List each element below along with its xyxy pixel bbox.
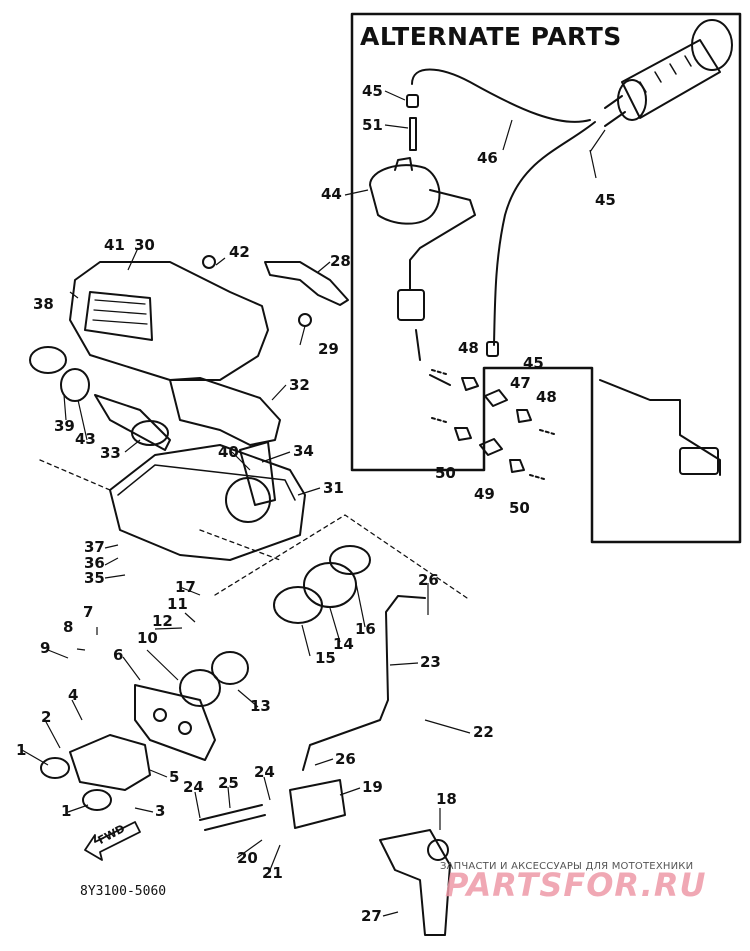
callout-50: 50 [509, 499, 530, 517]
callout-4: 4 [68, 686, 79, 704]
callout-24: 24 [183, 778, 204, 796]
watermark-subtitle: ЗАПЧАСТИ И АКСЕССУАРЫ ДЛЯ МОТОТЕХНИКИ [440, 861, 694, 872]
callout-51: 51 [362, 116, 383, 134]
callout-1: 1 [16, 741, 27, 759]
callout-24: 24 [254, 763, 275, 781]
callout-32: 32 [289, 376, 310, 394]
callout-26: 26 [418, 571, 439, 589]
callout-50: 50 [435, 464, 456, 482]
callout-30: 30 [134, 236, 155, 254]
hose-46b [493, 121, 596, 346]
hose-46 [411, 68, 591, 123]
callout-15: 15 [315, 649, 336, 667]
callout-20: 20 [237, 849, 258, 867]
callout-2: 2 [41, 708, 52, 726]
callout-12: 12 [152, 612, 173, 630]
callout-33: 33 [100, 444, 121, 462]
callout-23: 23 [420, 653, 441, 671]
bracket-18 [379, 829, 451, 936]
callout-10: 10 [137, 629, 158, 647]
callout-36: 36 [84, 554, 105, 572]
callout-16: 16 [355, 620, 376, 638]
intake-snorkel-32 [169, 377, 281, 446]
callout-27: 27 [361, 907, 382, 925]
callout-26: 26 [335, 750, 356, 768]
callout-14: 14 [333, 635, 354, 653]
watermark-logo: PARTSFOR.RU [445, 866, 707, 904]
callout-17: 17 [175, 578, 196, 596]
catalog-code: 8Y3100-5060 [80, 884, 167, 899]
callout-40: 40 [218, 443, 239, 461]
valve-44 [369, 164, 441, 225]
callout-9: 9 [40, 639, 51, 657]
callout-44: 44 [321, 185, 342, 203]
callout-11: 11 [167, 595, 188, 613]
plate-6 [134, 684, 216, 761]
callout-22: 22 [473, 723, 494, 741]
callout-43: 43 [75, 430, 96, 448]
callout-46: 46 [477, 149, 498, 167]
callout-34: 34 [293, 442, 314, 460]
canister-19 [289, 779, 346, 829]
callout-18: 18 [436, 790, 457, 808]
callout-29: 29 [318, 340, 339, 358]
manifold-5 [69, 734, 151, 791]
callout-8: 8 [63, 618, 74, 636]
canister-component [604, 19, 733, 127]
intake-tube-33 [94, 394, 171, 451]
callout-31: 31 [323, 479, 344, 497]
callout-47: 47 [510, 374, 531, 392]
callout-25: 25 [218, 774, 239, 792]
callout-7: 7 [83, 603, 94, 621]
airbox-cover-30 [69, 261, 269, 381]
airbox-31 [109, 444, 306, 561]
fwd-arrow [84, 821, 141, 861]
callout-48: 48 [458, 339, 479, 357]
callout-39: 39 [54, 417, 75, 435]
callout-48: 48 [536, 388, 557, 406]
callout-41: 41 [104, 236, 125, 254]
diagram-heading: ALTERNATE PARTS [360, 22, 622, 51]
callout-42: 42 [229, 243, 250, 261]
callout-45: 45 [595, 191, 616, 209]
callout-13: 13 [250, 697, 271, 715]
callout-21: 21 [262, 864, 283, 882]
callout-35: 35 [84, 569, 105, 587]
bracket-28 [264, 261, 349, 306]
callout-28: 28 [330, 252, 351, 270]
callout-5: 5 [169, 768, 180, 786]
callout-19: 19 [362, 778, 383, 796]
callout-37: 37 [84, 538, 105, 556]
callout-1: 1 [61, 802, 72, 820]
hose-23 [302, 595, 426, 771]
callout-45: 45 [362, 82, 383, 100]
callout-49: 49 [474, 485, 495, 503]
callout-6: 6 [113, 646, 124, 664]
callout-38: 38 [33, 295, 54, 313]
alternate-parts-frame [350, 12, 742, 544]
callout-3: 3 [155, 802, 166, 820]
callout-45: 45 [523, 354, 544, 372]
